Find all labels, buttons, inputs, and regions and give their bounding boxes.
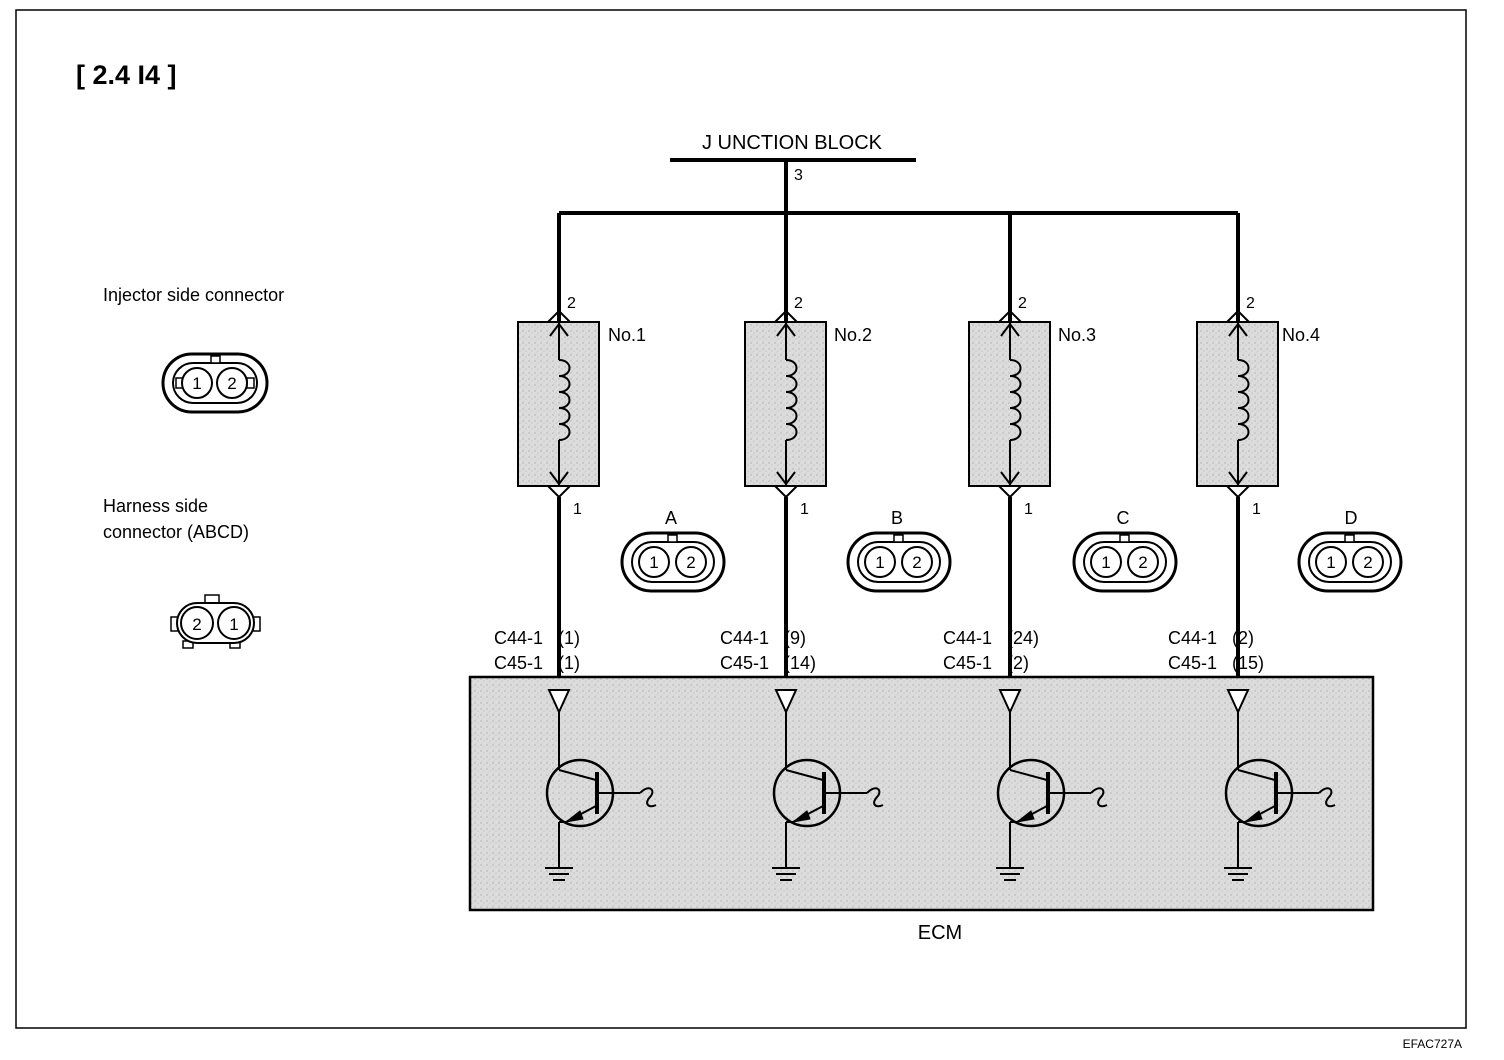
- ecm-pin-c45: C45-1 (15): [1168, 653, 1264, 673]
- connector-pin-2: 2: [686, 553, 695, 572]
- injector-bottom-pin: 1: [800, 501, 809, 518]
- harness-connector-icon: 1 2: [846, 531, 952, 593]
- ecm-pin-c44: C44-1 (2): [1168, 628, 1254, 648]
- injector-no3-circuit: 2 No.3 1 C 1 2 C44-1 (24) C45-1 (2): [943, 213, 1178, 881]
- injector-no4-circuit: 2 No.4 1 D 1 2 C44-1 (2) C45-1 (15): [1168, 213, 1403, 881]
- injector-top-pin: 2: [794, 295, 803, 312]
- injector-top-pin: 2: [567, 295, 576, 312]
- connector-pin-1: 1: [649, 553, 658, 572]
- harness-side-connector-icon: 2 1: [170, 594, 261, 649]
- connector-pin-1: 1: [875, 553, 884, 572]
- injector-side-connector-label: Injector side connector: [103, 285, 284, 305]
- diagram-frame: [15, 9, 1467, 1029]
- ecm-pin-c45: C45-1 (1): [494, 653, 580, 673]
- connector-pin-2: 2: [1363, 553, 1372, 572]
- injector-name: No.4: [1282, 325, 1320, 345]
- injector-top-pin: 2: [1018, 295, 1027, 312]
- connector-pin-1: 1: [192, 374, 201, 393]
- junction-block-pin: 3: [794, 167, 803, 184]
- connector-pin-2: 2: [227, 374, 236, 393]
- injector-name: No.2: [834, 325, 872, 345]
- connector-pin-1: 1: [229, 615, 238, 634]
- harness-side-label-line2: connector (ABCD): [103, 522, 249, 542]
- injector-bottom-pin: 1: [1024, 501, 1033, 518]
- ecm-pin-c44: C44-1 (24): [943, 628, 1039, 648]
- injector-bottom-pin: 1: [1252, 501, 1261, 518]
- harness-connector-letter: B: [891, 508, 903, 528]
- connector-pin-1: 1: [1326, 553, 1335, 572]
- connector-pin-2: 2: [1138, 553, 1147, 572]
- harness-connector-icon: 1 2: [1297, 531, 1403, 593]
- harness-side-label-line1: Harness side: [103, 496, 208, 516]
- harness-connector-icon: 1 2: [1072, 531, 1178, 593]
- harness-connector-letter: D: [1345, 508, 1358, 528]
- ecm-pin-c45: C45-1 (2): [943, 653, 1029, 673]
- diagram-title: [ 2.4 I4 ]: [76, 60, 177, 90]
- injector-name: No.1: [608, 325, 646, 345]
- ecm-box: [468, 675, 1375, 912]
- connector-pin-2: 2: [192, 615, 201, 634]
- harness-connector-letter: C: [1117, 508, 1130, 528]
- injector-top-pin: 2: [1246, 295, 1255, 312]
- connector-pin-2: 2: [912, 553, 921, 572]
- injector-no2-circuit: 2 No.2 1 B 1 2 C44-1 (9) C45-1 (14): [720, 213, 952, 881]
- injector-bottom-pin: 1: [573, 501, 582, 518]
- figure-code: EFAC727A: [1403, 1037, 1462, 1051]
- junction-block-label: J UNCTION BLOCK: [702, 132, 883, 154]
- injector-no1-circuit: 2 No.1 1 A 1 2 C44-1 (1) C45-1 (1): [494, 213, 726, 881]
- ecm-pin-c45: C45-1 (14): [720, 653, 816, 673]
- harness-connector-icon: 1 2: [620, 531, 726, 593]
- injector-name: No.3: [1058, 325, 1096, 345]
- ecm-pin-c44: C44-1 (9): [720, 628, 806, 648]
- ecm-label: ECM: [918, 922, 962, 944]
- connector-pin-1: 1: [1101, 553, 1110, 572]
- ecm-pin-c44: C44-1 (1): [494, 628, 580, 648]
- injector-side-connector-icon: 1 2: [161, 352, 269, 414]
- harness-connector-letter: A: [665, 508, 677, 528]
